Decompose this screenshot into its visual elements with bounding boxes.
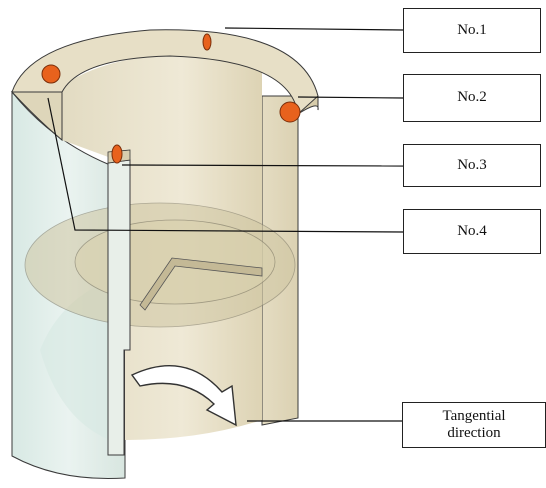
label-no3-text: No.3 — [457, 157, 487, 174]
label-no1-text: No.1 — [457, 22, 487, 39]
label-no3: No.3 — [403, 144, 541, 187]
sensor-no4 — [42, 65, 60, 83]
tangential-line2: direction — [447, 425, 500, 442]
sensor-no2 — [280, 102, 300, 122]
label-tangential-direction: Tangential direction — [402, 402, 546, 448]
tangential-line1: Tangential — [442, 408, 505, 425]
sensor-no3 — [112, 145, 122, 163]
label-no1: No.1 — [403, 8, 541, 53]
label-no4-text: No.4 — [457, 223, 487, 240]
leader-no1 — [225, 28, 403, 30]
label-no2-text: No.2 — [457, 89, 487, 106]
label-no4: No.4 — [403, 209, 541, 254]
sensor-no1 — [203, 34, 211, 50]
label-no2: No.2 — [403, 74, 541, 122]
